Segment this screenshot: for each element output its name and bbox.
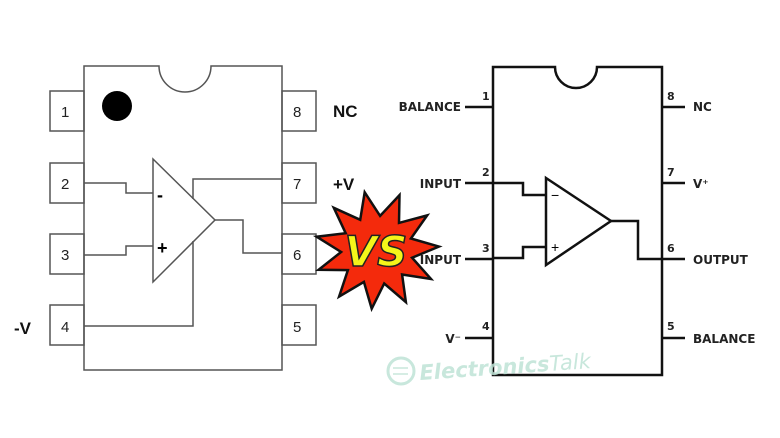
left-pin-number: 8 — [293, 104, 301, 121]
left-pin-8-box — [281, 90, 317, 132]
left-pin-3-box — [49, 233, 85, 275]
left-pin-7-box — [281, 162, 317, 204]
right-label-input-2: INPUT — [420, 177, 462, 191]
left-label-nc: NC — [333, 102, 358, 121]
right-chip — [465, 65, 685, 377]
right-label-nc: NC — [693, 100, 712, 114]
right-label-output: OUTPUT — [693, 253, 749, 267]
left-plus-sign: + — [157, 238, 168, 258]
left-pin-number: 2 — [61, 176, 69, 193]
left-pin-5-box — [281, 304, 317, 346]
right-pin-number: 2 — [482, 166, 490, 179]
right-label-balance-1: BALANCE — [399, 100, 461, 114]
left-pin-6-box — [281, 233, 317, 275]
right-wire-noninverting — [493, 245, 546, 260]
right-label-vminus: V⁻ — [445, 332, 461, 346]
left-pin-number: 6 — [293, 247, 301, 264]
pin1-marker-dot — [102, 91, 132, 121]
right-opamp-triangle — [544, 175, 614, 268]
left-chip — [49, 65, 317, 371]
left-label-vplus: +V — [333, 175, 355, 194]
right-chip-body — [491, 65, 664, 377]
left-pin-number: 1 — [61, 104, 69, 121]
watermark-text-b: Talk — [549, 349, 593, 376]
right-pin-number: 5 — [667, 320, 675, 333]
right-label-input-3: INPUT — [420, 253, 462, 267]
right-pin-number: 1 — [482, 90, 490, 103]
right-wire-inverting — [493, 181, 546, 197]
left-pin-number: 3 — [61, 247, 69, 264]
left-pin-number: 4 — [61, 319, 69, 336]
right-pin-number: 4 — [482, 320, 490, 333]
left-chip-body — [83, 65, 283, 371]
watermark-text-a: Electronics — [419, 352, 551, 385]
left-opamp-triangle — [152, 157, 217, 284]
vs-starburst — [312, 188, 443, 313]
right-pin-number: 6 — [667, 242, 675, 255]
left-wire-inverting — [84, 182, 153, 194]
right-minus-sign: − — [551, 187, 559, 203]
left-pin-number: 7 — [293, 176, 301, 193]
left-label-vminus: -V — [14, 319, 32, 338]
watermark: ElectronicsTalk — [386, 349, 593, 386]
watermark-text: ElectronicsTalk — [419, 349, 593, 385]
vs-badge: VS — [312, 188, 443, 313]
watermark-logo-icon — [386, 356, 416, 386]
right-label-balance-5: BALANCE — [693, 332, 755, 346]
left-pin-number: 5 — [293, 319, 301, 336]
left-wire-output — [215, 219, 282, 254]
right-pin-number: 7 — [667, 166, 675, 179]
left-wire-noninverting — [84, 245, 153, 256]
right-pin-number: 3 — [482, 242, 490, 255]
left-pin-4-box — [49, 304, 85, 346]
left-pin-1-box — [49, 90, 85, 132]
left-wire-vplus — [192, 178, 282, 199]
left-minus-sign: - — [157, 185, 163, 205]
right-pin-number: 8 — [667, 90, 675, 103]
right-wire-output — [611, 219, 662, 261]
left-wire-vminus — [84, 241, 194, 327]
right-label-vplus: V⁺ — [693, 177, 709, 191]
vs-text: VS — [345, 227, 408, 276]
right-plus-sign: + — [551, 239, 559, 255]
right-pin-leads — [465, 105, 685, 340]
